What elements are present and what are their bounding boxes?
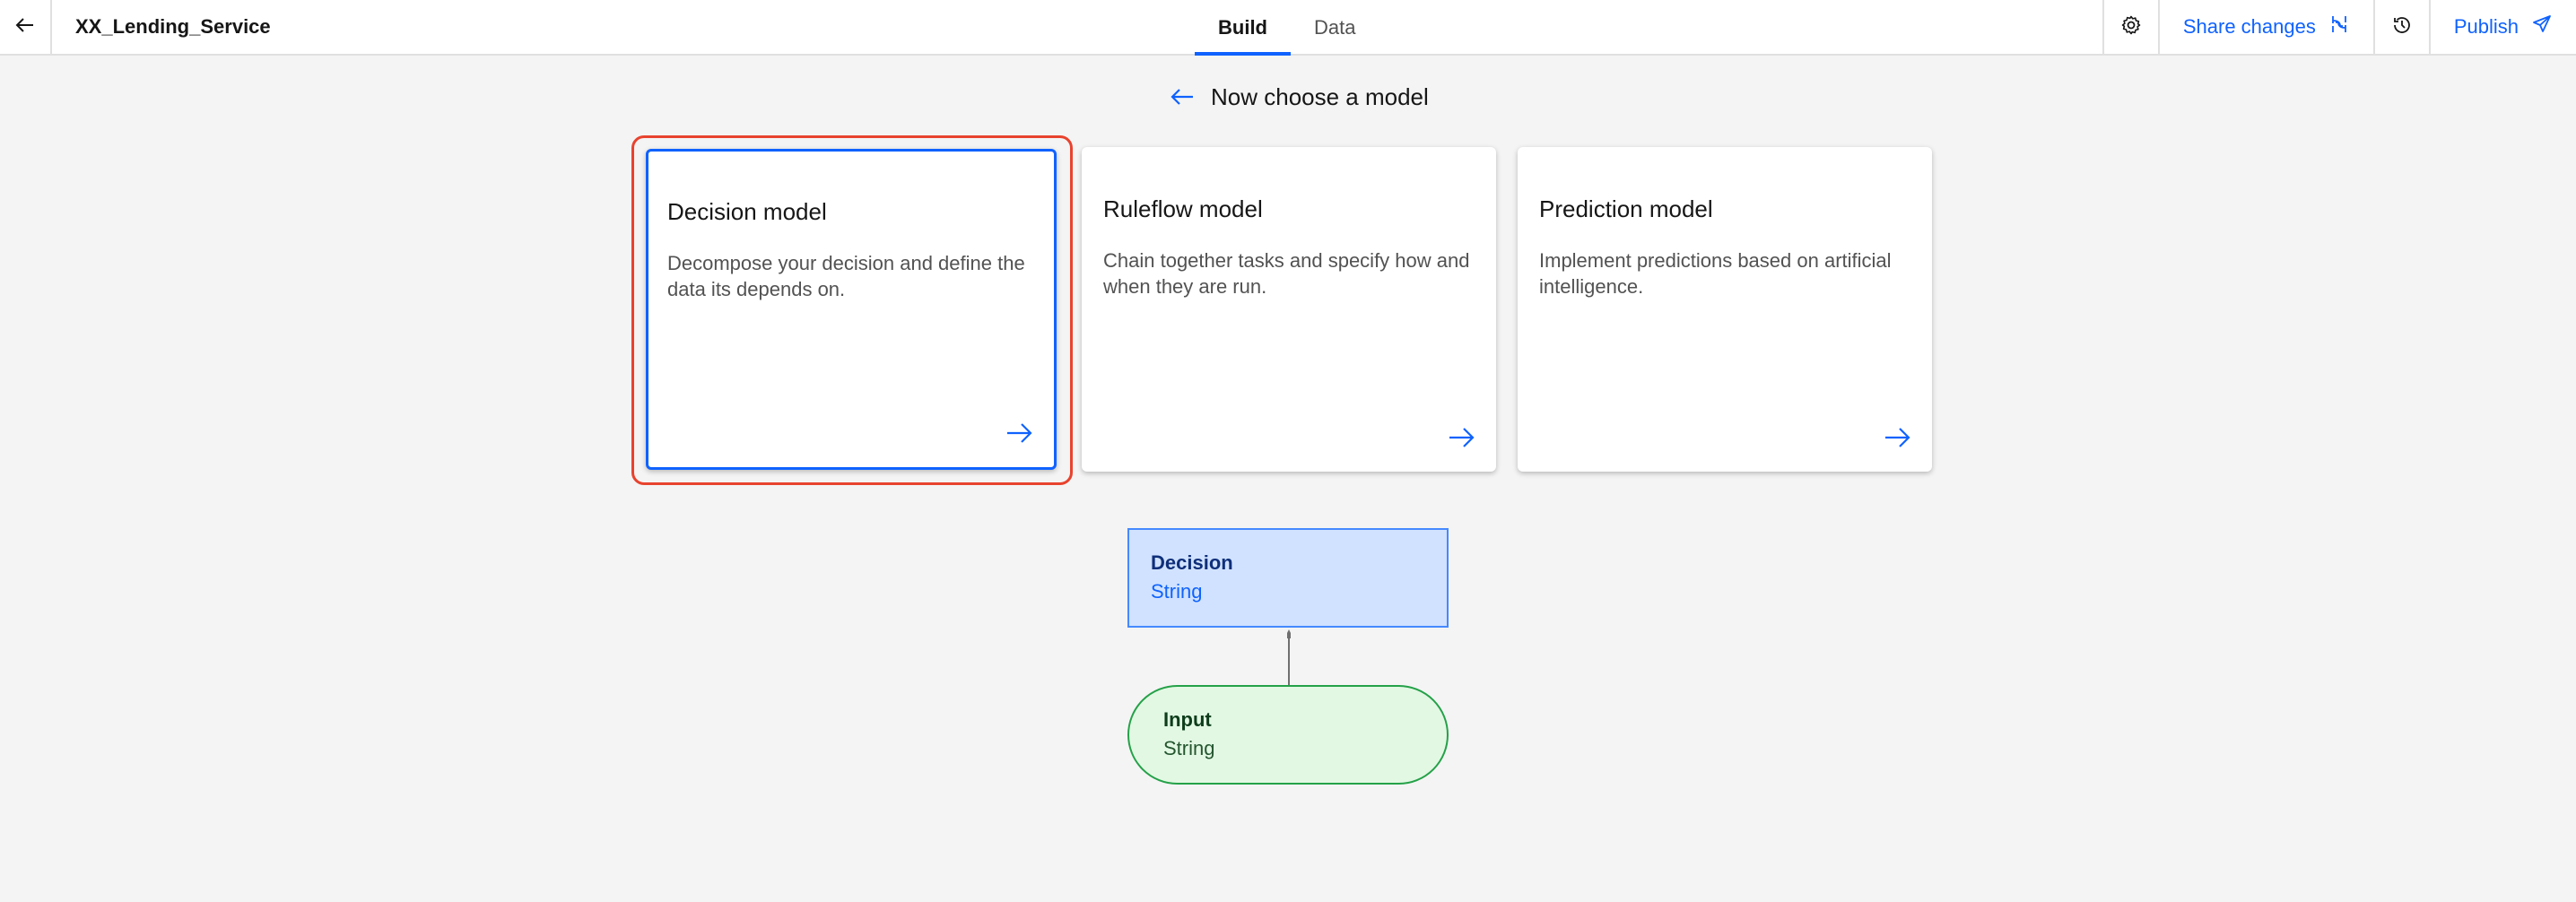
tab-data[interactable]: Data [1291,0,1379,56]
gear-icon [2120,14,2142,40]
card-decision-model[interactable]: Decision model Decompose your decision a… [646,149,1057,470]
publish-button[interactable]: Publish [2428,0,2576,54]
share-changes-icon [2328,13,2350,40]
share-changes-button[interactable]: Share changes [2157,0,2373,54]
top-header: XX_Lending_Service Build Data Share chan… [0,0,2576,56]
decision-node: Decision String [1127,528,1449,628]
publish-label: Publish [2453,15,2519,38]
selection-highlight [631,135,1073,485]
arrow-left-icon[interactable] [1170,86,1195,108]
input-node: Input String [1127,685,1449,785]
settings-button[interactable] [2102,0,2158,54]
app-title: XX_Lending_Service [75,15,271,38]
input-node-type: String [1163,737,1215,759]
arrow-right-icon[interactable] [1884,423,1912,452]
input-node-name: Input [1163,708,1212,731]
card-title: Ruleflow model [1103,195,1263,222]
decision-node-type: String [1151,580,1203,603]
card-description: Implement predictions based on artificia… [1539,249,1892,298]
dependency-arrow [1287,629,1291,687]
arrow-right-icon[interactable] [1448,423,1476,452]
choose-model-header: Now choose a model [1170,79,1429,115]
header-actions: Share changes Publish [2102,0,2576,54]
send-icon [2531,13,2553,40]
card-description: Chain together tasks and specify how and… [1103,249,1470,298]
arrow-left-icon [14,14,36,40]
tab-bar: Build Data [1195,0,1379,56]
decision-node-name: Decision [1151,551,1233,574]
arrow-right-icon[interactable] [1005,419,1034,447]
card-title: Decision model [667,198,827,225]
tab-build[interactable]: Build [1195,0,1291,56]
back-button[interactable] [0,0,52,54]
history-icon [2391,14,2413,40]
page-title: Now choose a model [1211,82,1429,110]
card-prediction-model[interactable]: Prediction model Implement predictions b… [1518,147,1932,472]
card-description: Decompose your decision and define the d… [667,252,1025,300]
card-title: Prediction model [1539,195,1713,222]
share-changes-label: Share changes [2182,15,2316,38]
history-button[interactable] [2372,0,2429,54]
card-ruleflow-model[interactable]: Ruleflow model Chain together tasks and … [1082,147,1496,472]
